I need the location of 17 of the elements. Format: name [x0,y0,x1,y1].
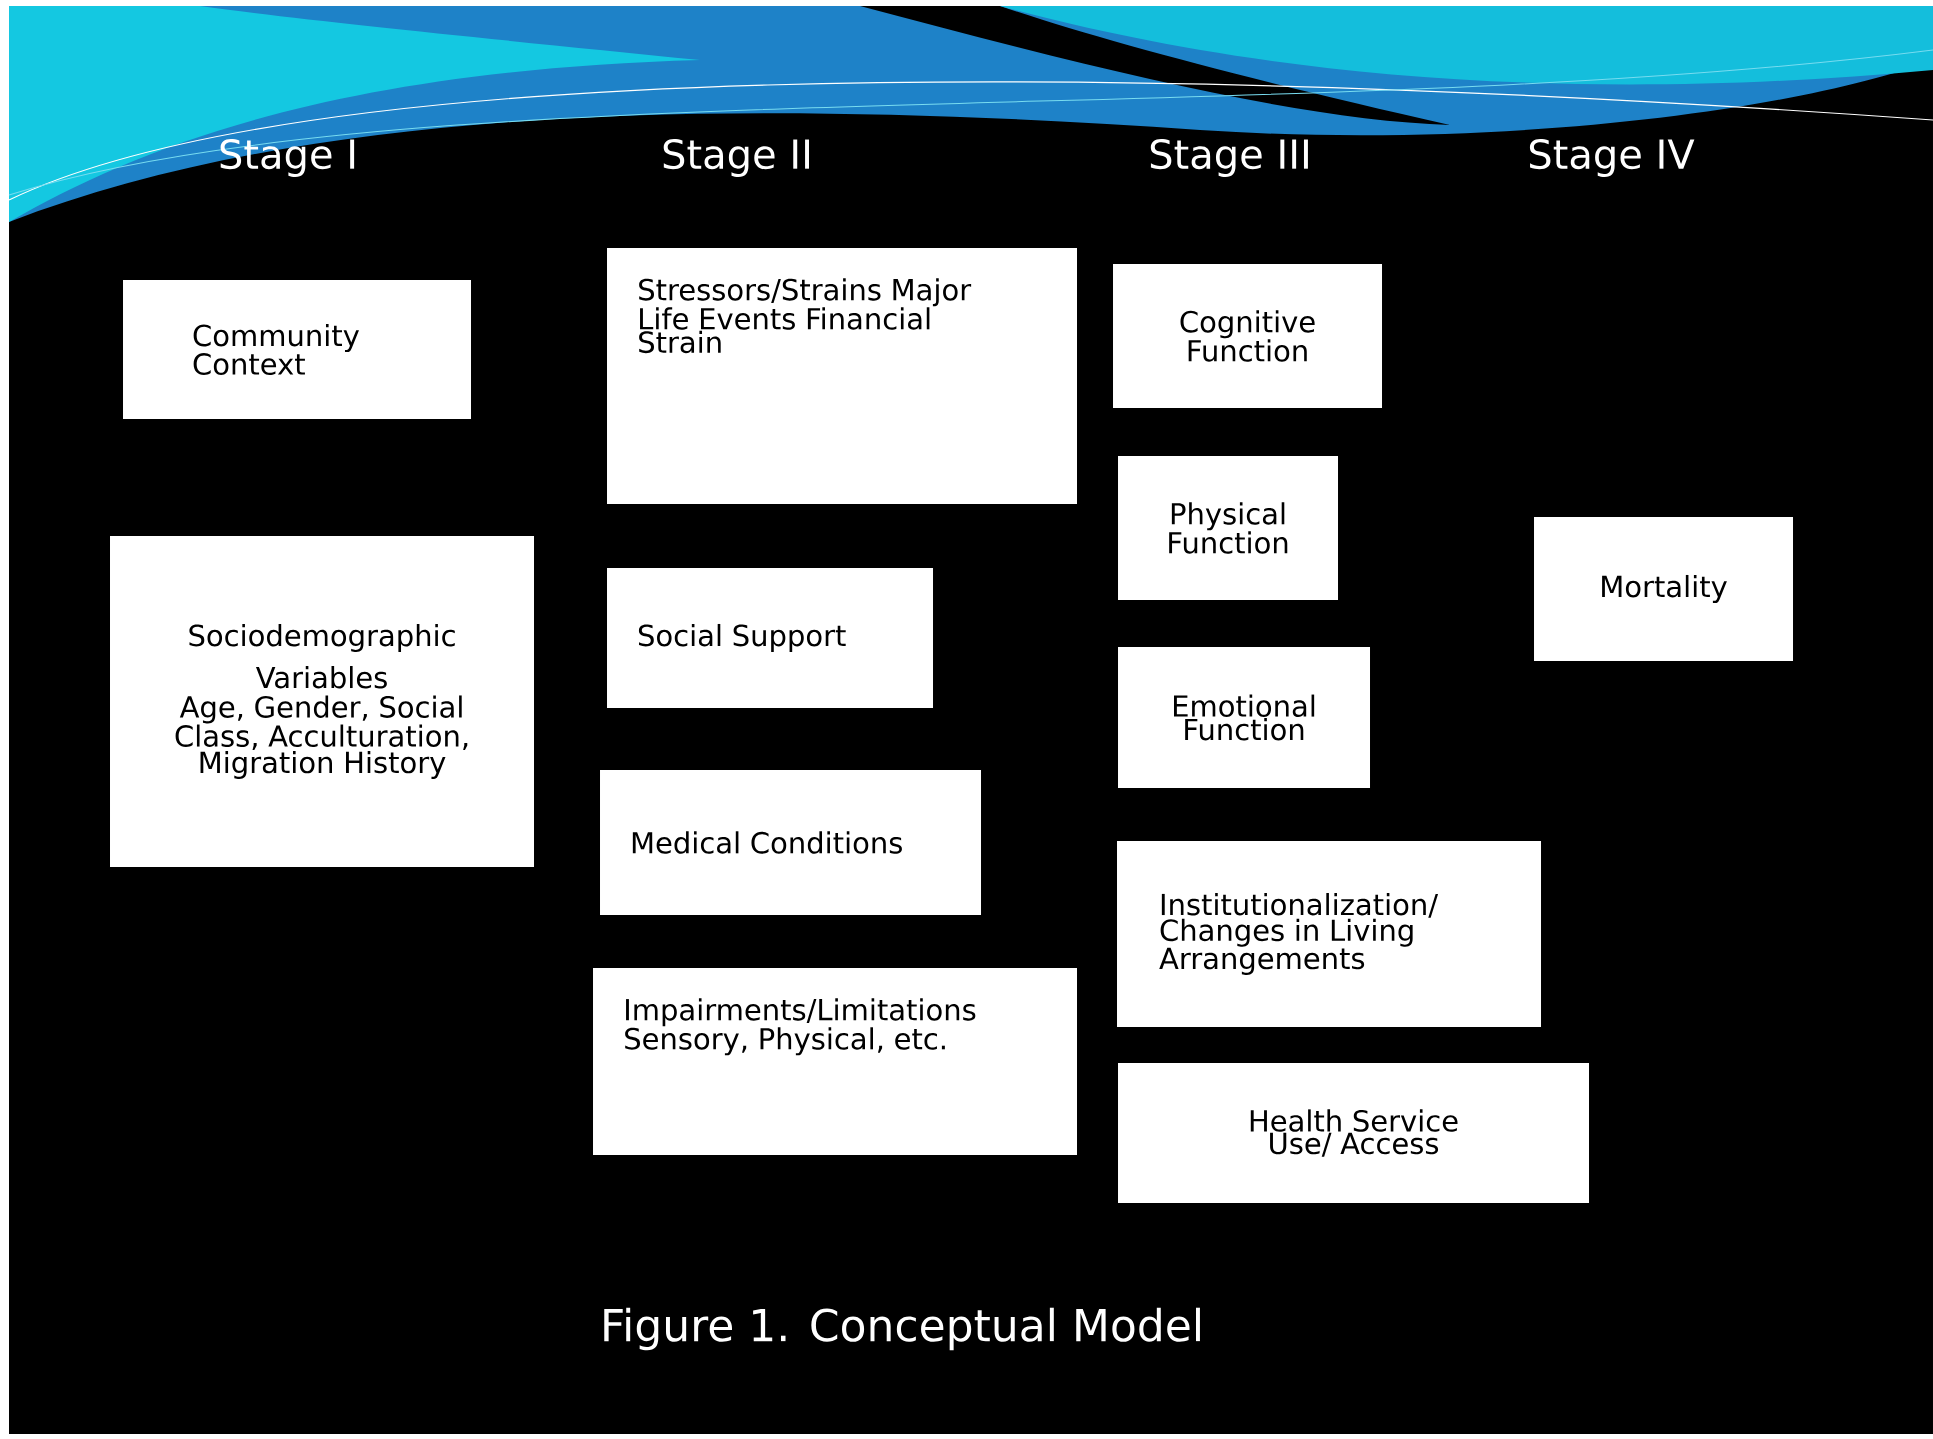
text-box: Impairments/Limitations Sensory, Physical, etc. [593,968,1077,1155]
text-box: Mortality [1534,517,1793,661]
text-box: Medical Conditions [600,770,981,915]
text-box: Social Support [607,568,933,708]
text-box: Community Context [123,280,471,419]
stage-heading: Stage I [220,139,355,177]
stage-heading: Stage III [1150,139,1308,177]
stage-heading: Stage IV [1529,139,1695,177]
text-box: Emotional Function [1118,647,1370,788]
stage-heading: Stage II [663,139,809,177]
text-box: Physical Function [1118,456,1338,600]
text-box: Stressors/Strains Major Life Events Financial Strain [607,248,1077,504]
text-box: Sociodemographic Variables Age, Gender, Social Class, Acculturation, Migration History [110,536,534,867]
text-box: Cognitive Function [1113,264,1382,408]
figure-caption: Figure 1. Conceptual Model [604,1307,1200,1351]
text-box: Institutionalization/ Changes in Living Arrangements [1117,841,1541,1027]
text-box: Health Service Use/ Access [1118,1063,1589,1203]
